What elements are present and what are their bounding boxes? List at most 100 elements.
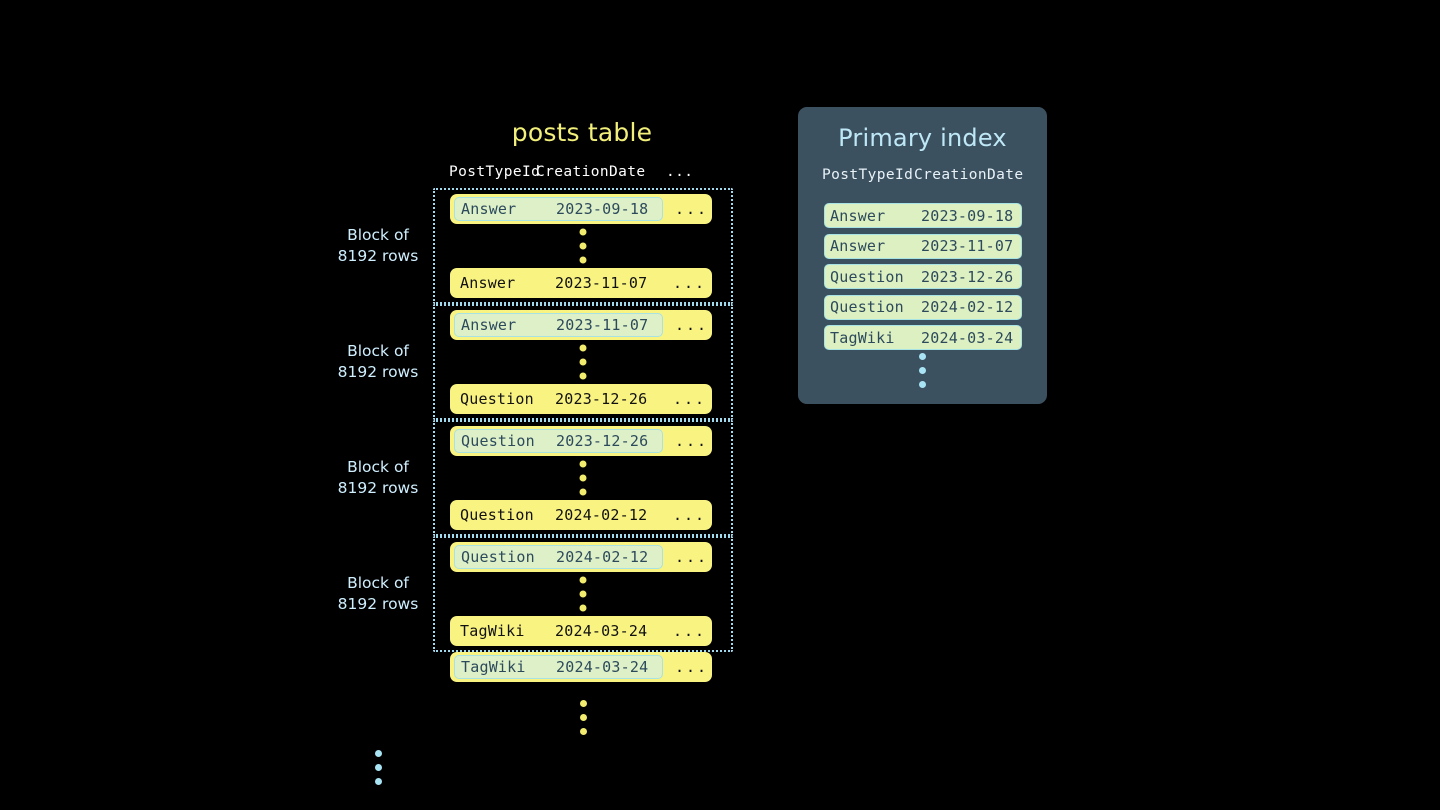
- table-row[interactable]: Answer 2023-11-07 ...: [450, 310, 712, 340]
- table-row[interactable]: TagWiki 2024-03-24 ...: [450, 616, 712, 646]
- cell-ellipsis: ...: [673, 622, 707, 640]
- dot: [579, 358, 587, 366]
- cell-creationdate: 2023-11-07: [921, 237, 1014, 255]
- primary-index-panel: Primary index PostTypeId CreationDate An…: [798, 107, 1047, 404]
- index-row[interactable]: Answer 2023-09-18: [824, 203, 1022, 228]
- cell-creationdate: 2023-09-18: [556, 200, 649, 218]
- cell-posttypeid: Answer: [830, 237, 886, 255]
- dot: [579, 256, 587, 264]
- index-row[interactable]: Answer 2023-11-07: [824, 233, 1022, 259]
- column-header-posttypeid: PostTypeId: [822, 167, 914, 183]
- block-list: Block of 8192 rows Answer 2023-09-18 ...: [330, 188, 740, 785]
- cell-ellipsis: ...: [673, 506, 707, 524]
- dot: [579, 242, 587, 250]
- row-cells: Question 2024-02-12: [454, 506, 661, 524]
- cell-posttypeid: TagWiki: [461, 658, 526, 676]
- vertical-ellipsis-dots: [374, 750, 382, 785]
- primary-index-ellipsis-dots: [798, 353, 1047, 388]
- block-group: Block of 8192 rows Question 2024-02-12 .…: [330, 536, 740, 652]
- block-rows: Answer 2023-09-18 ... Answer 2023-11-07 …: [433, 188, 733, 304]
- block-group: Block of 8192 rows Question 2023-12-26 .…: [330, 420, 740, 536]
- posts-table-column-headers: PostTypeId CreationDate ...: [432, 164, 732, 180]
- dot: [919, 367, 926, 374]
- cell-posttypeid: Answer: [461, 316, 517, 334]
- cell-creationdate: 2023-12-26: [555, 390, 648, 408]
- dot: [579, 474, 587, 482]
- block-rows: Answer 2023-11-07 ... Question 2023-12-2…: [433, 304, 733, 420]
- dot: [579, 228, 587, 236]
- table-row[interactable]: TagWiki 2024-03-24 ...: [450, 652, 712, 682]
- index-row[interactable]: Question 2023-12-26: [824, 264, 1022, 289]
- column-header-posttypeid: PostTypeId: [449, 164, 541, 180]
- cell-posttypeid: Question: [460, 506, 534, 524]
- row-highlight-box: TagWiki 2024-03-24: [454, 655, 663, 679]
- cell-creationdate: 2024-03-24: [556, 658, 649, 676]
- block-group: Block of 8192 rows Answer 2023-11-07 ...: [330, 304, 740, 420]
- block-frame: [433, 304, 733, 420]
- dot: [579, 590, 587, 598]
- cell-posttypeid: Answer: [830, 206, 886, 225]
- dot: [579, 372, 587, 380]
- cell-ellipsis: ...: [675, 200, 709, 218]
- block-label: Block of 8192 rows: [337, 458, 419, 497]
- vertical-ellipsis-dots: [579, 344, 587, 380]
- cell-posttypeid: Question: [830, 267, 904, 286]
- cell-posttypeid: Question: [461, 548, 535, 566]
- row-highlight-box: Question 2023-12-26: [454, 429, 663, 453]
- primary-index-column-headers: PostTypeId CreationDate: [798, 167, 1047, 183]
- dot: [374, 778, 382, 785]
- cell-creationdate: 2024-02-12: [921, 298, 1014, 316]
- block-rows: Question 2024-02-12 ... TagWiki 2024-03-…: [433, 536, 733, 652]
- cell-creationdate: 2024-02-12: [556, 548, 649, 566]
- posts-table-title: posts table: [511, 118, 653, 147]
- dot: [579, 344, 587, 352]
- table-row[interactable]: Answer 2023-11-07 ...: [450, 268, 712, 298]
- cell-ellipsis: ...: [675, 658, 709, 676]
- column-header-creationdate: CreationDate: [914, 167, 1024, 183]
- table-row[interactable]: Question 2024-02-12 ...: [450, 542, 712, 572]
- table-row[interactable]: Question 2023-12-26 ...: [450, 426, 712, 456]
- vertical-ellipsis-dots: [579, 460, 587, 496]
- cell-posttypeid: Question: [461, 432, 535, 450]
- block-frame: [433, 536, 733, 652]
- primary-index-row-list: Answer 2023-09-18 Answer 2023-11-07 Ques…: [824, 203, 1022, 350]
- block-frame: [433, 420, 733, 536]
- cell-posttypeid: Answer: [460, 274, 516, 292]
- dot: [579, 488, 587, 496]
- index-row[interactable]: Question 2024-02-12: [824, 294, 1022, 320]
- block-label: Block of 8192 rows: [337, 342, 419, 381]
- cell-ellipsis: ...: [675, 316, 709, 334]
- column-header-ellipsis: ...: [666, 164, 694, 180]
- row-cells: Question 2023-12-26: [454, 390, 661, 408]
- cell-creationdate: 2023-12-26: [921, 267, 1014, 286]
- dot: [374, 764, 382, 771]
- vertical-ellipsis-dots: [579, 228, 587, 264]
- dot: [919, 381, 926, 388]
- dot: [579, 604, 587, 612]
- index-row[interactable]: TagWiki 2024-03-24: [824, 325, 1022, 350]
- table-row[interactable]: Answer 2023-09-18 ...: [450, 194, 712, 224]
- cell-posttypeid: TagWiki: [830, 328, 895, 347]
- cell-ellipsis: ...: [675, 548, 709, 566]
- vertical-ellipsis-dots: [579, 576, 587, 612]
- block-group: Block of 8192 rows Answer 2023-09-18 ...: [330, 188, 740, 304]
- cell-ellipsis: ...: [675, 432, 709, 450]
- dot: [374, 750, 382, 757]
- primary-index-title: Primary index: [838, 124, 1007, 152]
- block-trailing-ellipsis-dots: [330, 750, 426, 785]
- cell-posttypeid: Answer: [461, 200, 517, 218]
- cell-creationdate: 2024-03-24: [555, 622, 648, 640]
- cell-creationdate: 2023-09-18: [921, 206, 1014, 225]
- dot: [579, 576, 587, 584]
- table-row[interactable]: Question 2023-12-26 ...: [450, 384, 712, 414]
- dot: [579, 460, 587, 468]
- table-row[interactable]: Question 2024-02-12 ...: [450, 500, 712, 530]
- block-label: Block of 8192 rows: [337, 574, 419, 613]
- dot: [579, 700, 587, 707]
- block-label: Block of 8192 rows: [337, 226, 419, 265]
- block-rows: Question 2023-12-26 ... Question 2024-02…: [433, 420, 733, 536]
- row-highlight-box: Question 2024-02-12: [454, 545, 663, 569]
- trailing-row-wrapper: TagWiki 2024-03-24 ...: [433, 652, 733, 682]
- column-header-creationdate: CreationDate: [536, 164, 646, 180]
- dot: [579, 728, 587, 735]
